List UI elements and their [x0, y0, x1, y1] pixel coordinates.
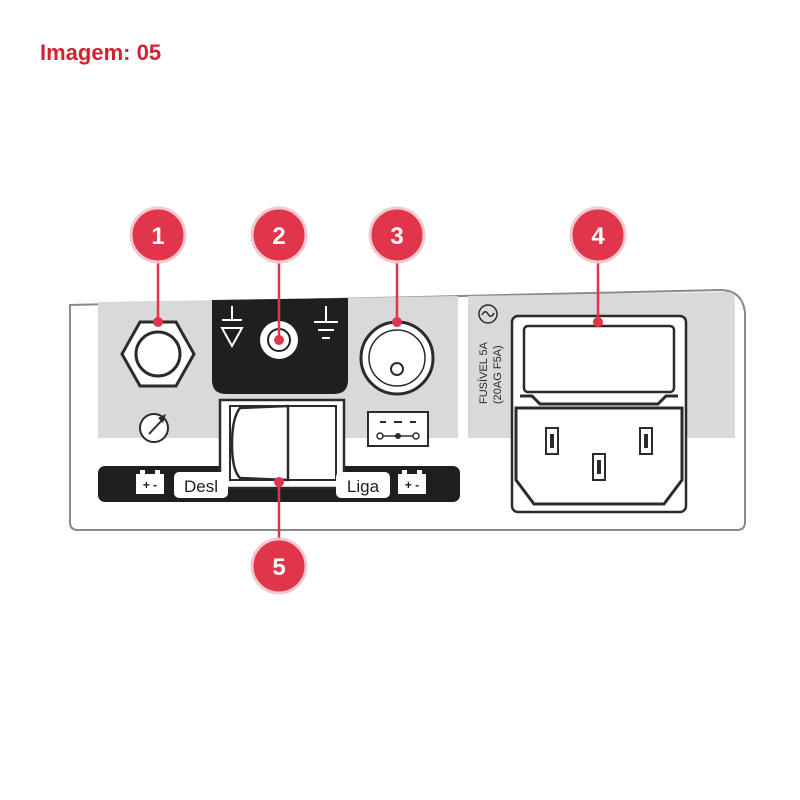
callout-badge-1: 1 [129, 206, 187, 264]
callout-number-3: 3 [390, 223, 403, 250]
fuse-drawer[interactable] [522, 324, 676, 394]
ac-wave-icon [478, 304, 498, 324]
fuse-label-line1: FUSÍVEL 5A [477, 341, 490, 404]
callout-badge-2: 2 [250, 206, 308, 264]
callout-badge-5: 5 [250, 537, 308, 595]
terminal-1-hex[interactable] [120, 320, 196, 388]
power-inlet-module[interactable] [510, 314, 688, 514]
switch-on-label: Liga [347, 477, 380, 496]
fuse-label-line2: (20AG F5A) [492, 345, 504, 404]
inlet-pin-right [639, 427, 653, 455]
equipotential-ground-icon [220, 306, 244, 349]
battery-icon-right: + - [398, 470, 426, 494]
gauge-icon [139, 413, 169, 443]
dc-polarity-icon [367, 411, 429, 447]
inlet-pin-left [545, 427, 559, 455]
callout-number-2: 2 [272, 223, 285, 250]
ground-symbol-icon [314, 306, 338, 339]
callout-number-5: 5 [272, 554, 285, 581]
callout-number-1: 1 [151, 223, 164, 250]
battery-icon-left: + - [136, 470, 164, 494]
callout-lines [156, 262, 600, 540]
power-rocker-switch[interactable] [218, 398, 346, 490]
callout-number-4: 4 [591, 223, 605, 250]
battery-symbol-left: + - [143, 478, 157, 492]
inlet-pin-earth [592, 453, 606, 481]
callout-dots [153, 317, 603, 487]
switch-off-label: Desl [184, 477, 218, 496]
switch-off-label-box [174, 472, 228, 498]
terminal-3-socket[interactable] [359, 320, 435, 396]
callout-badge-3: 3 [368, 206, 426, 264]
battery-symbol-right: + - [405, 478, 419, 492]
callout-badge-4: 4 [569, 206, 627, 264]
switch-on-label-box [336, 472, 390, 498]
image-title: Imagem: 05 [40, 40, 162, 65]
